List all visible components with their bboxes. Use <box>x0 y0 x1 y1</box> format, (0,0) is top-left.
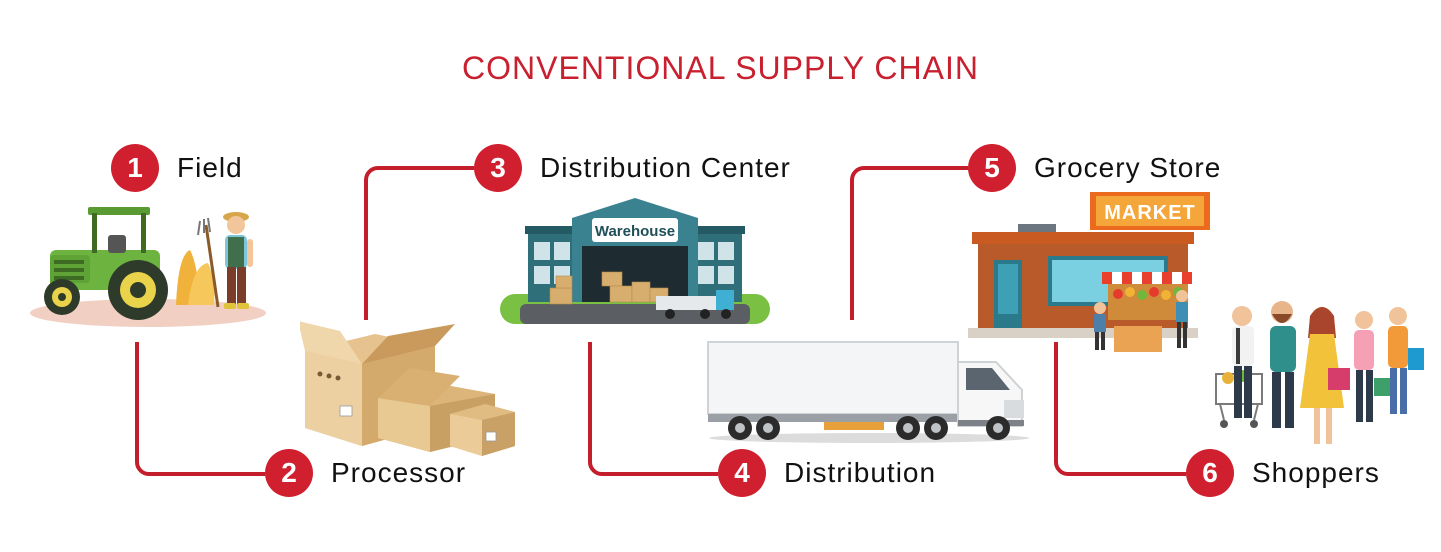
step-label: Field <box>177 152 243 183</box>
step-label: Shoppers <box>1252 457 1380 488</box>
connector-1-2 <box>135 342 265 476</box>
connector-5-6 <box>1054 342 1186 476</box>
step-grocery-store: 5 Grocery Store <box>968 144 1221 192</box>
truck-icon <box>707 341 1029 443</box>
step-number-badge: 5 <box>968 144 1016 192</box>
connector-3-4 <box>588 342 718 476</box>
market-sign-text: MARKET <box>1104 202 1196 224</box>
diagram-title: CONVENTIONAL SUPPLY CHAIN <box>462 50 979 86</box>
step-processor: 2 Processor <box>265 449 466 497</box>
step-number-badge: 2 <box>265 449 313 497</box>
step-shoppers: 6 Shoppers <box>1186 449 1380 497</box>
market-stall-icon: MARKET <box>968 192 1210 352</box>
step-label: Distribution Center <box>540 152 791 183</box>
warehouse-icon: Warehouse <box>500 198 770 324</box>
step-number-badge: 4 <box>718 449 766 497</box>
warehouse-sign-text: Warehouse <box>595 223 675 240</box>
step-distribution-center: 3 Distribution Center <box>474 144 791 192</box>
step-number-badge: 3 <box>474 144 522 192</box>
step-label: Processor <box>331 457 467 488</box>
cardboard-boxes-icon <box>300 321 515 456</box>
tractor-farmer-icon <box>30 207 266 327</box>
connector-2-3 <box>364 166 474 320</box>
shoppers-icon <box>1215 301 1424 444</box>
step-distribution: 4 Distribution <box>718 449 936 497</box>
connector-4-5 <box>850 166 968 320</box>
step-label: Grocery Store <box>1034 152 1222 183</box>
step-number-badge: 1 <box>111 144 159 192</box>
step-label: Distribution <box>784 457 937 488</box>
step-field: 1 Field <box>111 144 243 192</box>
step-number-badge: 6 <box>1186 449 1234 497</box>
